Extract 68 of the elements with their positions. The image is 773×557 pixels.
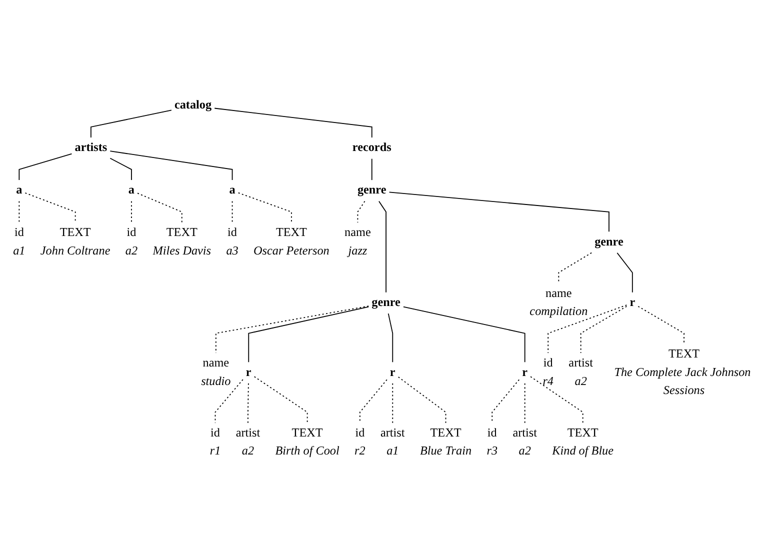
connector xyxy=(18,153,72,180)
node-text: records xyxy=(352,141,392,154)
connector xyxy=(388,192,610,232)
connector xyxy=(18,200,20,223)
node-text: name studio xyxy=(201,356,231,388)
connector xyxy=(638,306,684,344)
connector xyxy=(398,376,446,424)
connector xyxy=(359,379,388,424)
node-text: a xyxy=(229,184,236,197)
node-text: artist a2 xyxy=(512,426,537,458)
node-text: id r3 xyxy=(486,426,498,458)
node-text: artist a2 xyxy=(568,356,593,388)
connector xyxy=(215,305,370,354)
node-text: TEXT The Complete Jack Johnson Sessions xyxy=(614,348,751,397)
node-text: TEXT Miles Davis xyxy=(152,226,212,258)
node-text: catalog xyxy=(174,98,212,112)
connector xyxy=(214,108,372,138)
connector xyxy=(524,382,526,424)
node-text: genre xyxy=(372,296,400,309)
connector xyxy=(248,382,249,424)
connector xyxy=(548,304,628,354)
connector xyxy=(110,150,233,180)
connector xyxy=(131,200,132,223)
connector xyxy=(232,200,233,223)
node-text: r xyxy=(522,366,528,379)
tree-diagram: catalog artists records a a a genre id a1 TEXT John Coltrane id a2 TEXT Miles Davis id a3 TEXT Oscar Peterson name jazz genre genre name compilation r name studio r r r id r4 artist a2 TEXT The Complete Jack Johnson Sessions id r1 artist a2 TEXT Birth of Cool id r2 artist a1 TEXT Blue Train id r3 artist a2 TEXT Kind of Blue xyxy=(4,88,769,468)
connector xyxy=(403,306,526,362)
node-text: TEXT Oscar Peterson xyxy=(254,226,330,258)
connector xyxy=(371,158,372,180)
connector xyxy=(248,306,370,362)
connector xyxy=(580,306,628,354)
node-text: artist a2 xyxy=(236,426,260,458)
node-text: a xyxy=(128,184,134,197)
connector xyxy=(388,312,394,362)
node-text: r xyxy=(630,296,636,309)
connector xyxy=(530,376,584,424)
node-text: genre xyxy=(357,184,386,197)
node-text: id r1 xyxy=(210,426,221,458)
connector xyxy=(616,252,633,293)
node-text: id a2 xyxy=(125,226,138,258)
node-text: TEXT John Coltrane xyxy=(40,226,110,258)
connector xyxy=(254,376,308,424)
connector xyxy=(214,378,244,424)
connector xyxy=(392,382,394,424)
node-text: name jazz xyxy=(344,226,371,258)
connector xyxy=(558,252,592,284)
connector xyxy=(378,200,386,293)
connector xyxy=(137,192,182,223)
connector xyxy=(492,379,520,424)
connector xyxy=(90,110,172,138)
node-text: TEXT Blue Train xyxy=(420,426,472,458)
node-text: id r2 xyxy=(354,426,366,458)
connector xyxy=(238,192,292,223)
node-text: id a3 xyxy=(226,226,238,258)
node-text: r xyxy=(390,366,396,379)
node-text: artists xyxy=(74,141,108,154)
connector xyxy=(110,158,132,180)
node-text: a xyxy=(16,184,22,197)
node-text: TEXT Kind of Blue xyxy=(552,426,614,458)
node-text: artist a1 xyxy=(380,426,405,458)
node-text: TEXT Birth of Cool xyxy=(275,426,340,458)
node-text: id r4 xyxy=(542,356,554,388)
node-text: name compilation xyxy=(530,286,588,318)
connector xyxy=(357,200,366,223)
connector xyxy=(24,192,76,223)
node-text: r xyxy=(246,366,252,379)
node-text: genre xyxy=(594,235,624,248)
node-text: id a1 xyxy=(13,226,26,258)
